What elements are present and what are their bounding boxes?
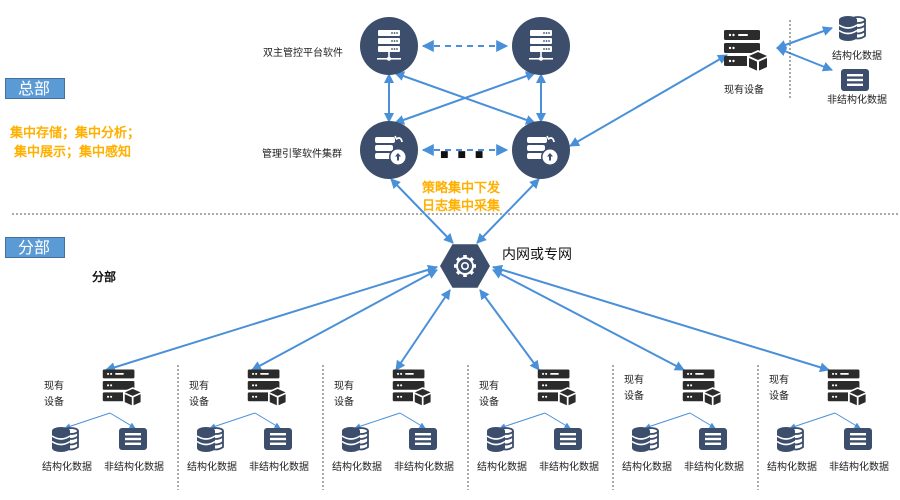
branch-structured-data-label: 结构化数据 (187, 462, 237, 473)
branch-device-structured-link-2 (209, 412, 256, 430)
branch-structured-data-label: 结构化数据 (477, 462, 527, 473)
branch-unstructured-data-label: 非结构化数据 (394, 462, 454, 473)
structured-data-icon-1 (51, 426, 79, 453)
connection-lines (12, 20, 900, 490)
structured-data-icon-5 (631, 426, 659, 453)
branch-device-label-line1: 现有 (334, 381, 354, 392)
branch-structured-data-label: 结构化数据 (332, 462, 382, 473)
dual-master-platform-label: 双主管控平台软件 (263, 48, 343, 59)
branch-existing-device-icon-4 (537, 369, 578, 407)
branch-unstructured-data-label: 非结构化数据 (539, 462, 599, 473)
network-to-branch-device-link-1 (105, 264, 438, 373)
branch-existing-device-icon-3 (392, 369, 433, 407)
branch-tag: 分部 (5, 237, 65, 258)
log-collection-label: 日志集中采集 (422, 199, 501, 214)
branch-unstructured-data-label: 非结构化数据 (249, 462, 309, 473)
policy-distribution-label: 策略集中下发 (422, 181, 501, 196)
unstructured-data-icon-2 (264, 428, 292, 450)
hq-unstructured-data-label: 非结构化数据 (827, 95, 887, 106)
branch-existing-device-icon-2 (247, 369, 288, 407)
engine1-to-network-link (390, 178, 454, 244)
hq-device-unstructured-link (776, 46, 833, 72)
branch-device-label-line1: 现有 (44, 381, 64, 392)
network-hub-icon (440, 244, 490, 288)
structured-data-icon-6 (776, 426, 804, 453)
branch-device-unstructured-link-4 (544, 412, 571, 429)
network-to-branch-device-link-6 (492, 264, 830, 373)
branch-device-unstructured-link-1 (109, 412, 136, 429)
node-layer (51, 15, 872, 453)
branch-device-structured-link-1 (64, 412, 111, 430)
network-to-branch-device-link-3 (395, 289, 451, 371)
gear-icon (454, 255, 476, 277)
branch-device-label-line2: 设备 (44, 397, 64, 408)
more-nodes-ellipsis: ■ ■ ■ (440, 150, 487, 160)
network-label: 内网或专网 (502, 247, 572, 263)
structured-data-icon-2 (196, 426, 224, 453)
management-engine-icon-1 (359, 120, 419, 180)
branch-existing-device-icon-5 (682, 369, 723, 407)
branch-device-structured-link-4 (499, 412, 546, 430)
branch-existing-device-icon-1 (102, 369, 143, 407)
unstructured-data-icon-4 (554, 428, 582, 450)
branch-structured-data-label: 结构化数据 (42, 462, 92, 473)
unstructured-data-icon-3 (409, 428, 437, 450)
branch-device-label-line1: 现有 (624, 375, 644, 386)
engine2-to-network-link (476, 178, 540, 244)
headquarters-tag: 总部 (5, 78, 65, 99)
hq-existing-device-icon (724, 30, 769, 72)
branch-structured-data-label: 结构化数据 (767, 462, 817, 473)
branch-device-label-line2: 设备 (624, 391, 644, 402)
branch-device-unstructured-link-2 (254, 412, 281, 429)
dual-master-server-icon-1 (360, 17, 418, 75)
branch-device-unstructured-link-3 (399, 412, 426, 429)
branch-structured-data-label: 结构化数据 (622, 462, 672, 473)
branch-device-unstructured-link-6 (834, 412, 861, 429)
unstructured-data-icon-5 (699, 428, 727, 450)
hq-device-structured-link (776, 26, 833, 50)
branch-title: 分部 (92, 270, 117, 284)
branch-device-label-line1: 现有 (479, 381, 499, 392)
management-engine-icon-2 (511, 120, 571, 180)
hq-structured-data-label: 结构化数据 (832, 51, 882, 62)
branch-device-label-line2: 设备 (334, 397, 354, 408)
branch-unstructured-data-label: 非结构化数据 (684, 462, 744, 473)
branch-unstructured-data-label: 非结构化数据 (104, 462, 164, 473)
branch-device-structured-link-5 (644, 412, 691, 430)
network-to-branch-device-link-4 (479, 289, 540, 371)
branch-device-unstructured-link-5 (689, 412, 716, 429)
structured-data-icon-3 (341, 426, 369, 453)
engine-cluster-label: 管理引擎软件集群 (262, 149, 342, 160)
branch-device-label-line2: 设备 (479, 397, 499, 408)
branch-existing-device-icon-6 (827, 369, 868, 407)
branch-unstructured-data-label: 非结构化数据 (829, 462, 889, 473)
hq-features-line2: 集中展示；集中感知 (14, 145, 132, 160)
branch-device-structured-link-6 (789, 412, 836, 430)
network-to-branch-device-link-5 (492, 269, 685, 371)
server2-engine1-link (394, 71, 536, 125)
structured-data-icon-4 (486, 426, 514, 453)
branch-device-label-line1: 现有 (189, 381, 209, 392)
branch-device-structured-link-3 (354, 412, 401, 430)
hq-unstructured-data-icon (841, 69, 869, 91)
unstructured-data-icon-1 (119, 428, 147, 450)
branch-device-label-line2: 设备 (189, 397, 209, 408)
hq-features-line1: 集中存储；集中分析； (10, 126, 141, 141)
hq-existing-device-label: 现有设备 (724, 85, 764, 96)
hq-structured-data-icon (838, 15, 866, 42)
branch-device-label-line2: 设备 (769, 391, 789, 402)
unstructured-data-icon-6 (844, 428, 872, 450)
engine-to-hq-device-link (569, 54, 728, 147)
dual-master-server-icon-2 (512, 17, 570, 75)
branch-device-label-line1: 现有 (769, 375, 789, 386)
network-to-branch-device-link-2 (251, 269, 438, 371)
